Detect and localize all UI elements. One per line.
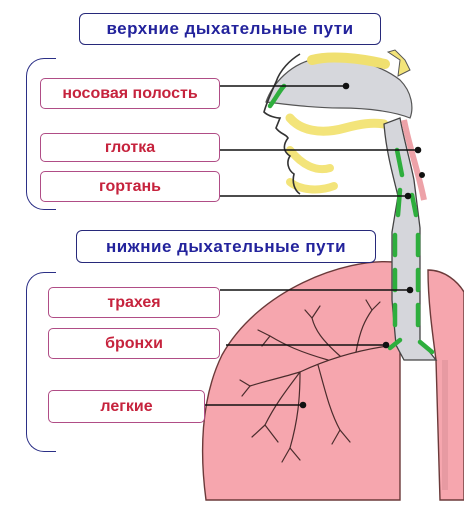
left-lung — [201, 260, 401, 501]
pointer-lines — [205, 85, 418, 406]
label-bronchi: бронхи — [48, 328, 220, 359]
nasal-passage — [265, 56, 413, 119]
label-pharynx: глотка — [40, 133, 220, 162]
upper-tract-brace — [26, 58, 56, 210]
label-trachea: трахея — [48, 287, 220, 318]
upper-tract-header: верхние дыхательные пути — [79, 13, 381, 45]
lower-tract-brace — [26, 272, 56, 452]
bronchial-tree — [239, 299, 389, 463]
label-nasal-cavity: носовая полость — [40, 78, 220, 109]
label-larynx: гортань — [40, 171, 220, 202]
pointer-dots — [299, 82, 425, 409]
lower-tract-header: нижние дыхательные пути — [76, 230, 376, 263]
mucosa — [267, 83, 435, 355]
label-lungs: легкие — [48, 390, 205, 423]
